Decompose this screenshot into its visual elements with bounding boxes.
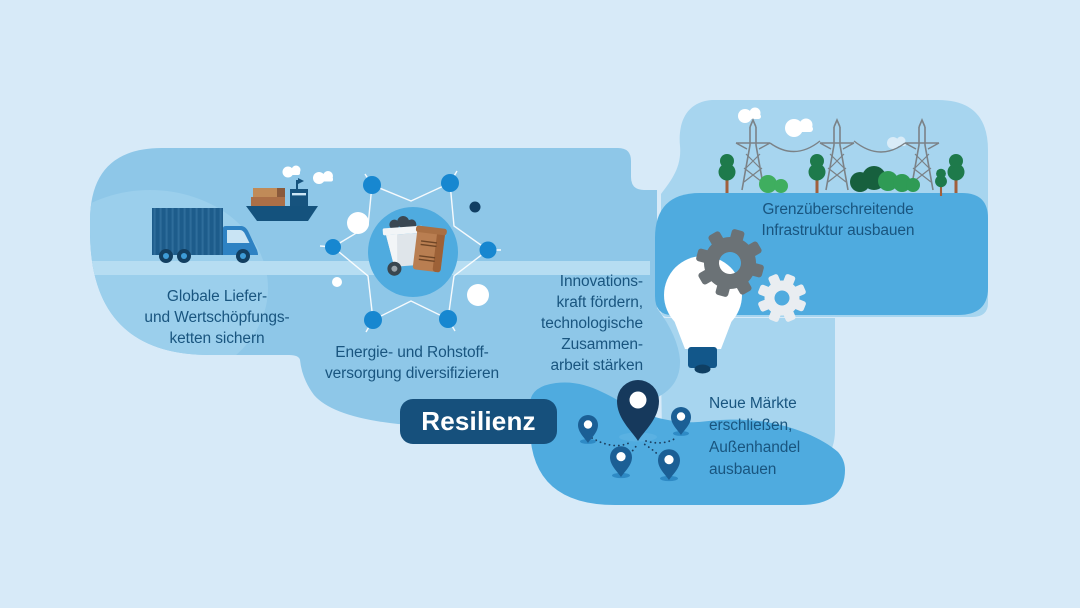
- label-energy: Energie- und Rohstoff- versorgung divers…: [324, 344, 499, 382]
- coal-cart-icon: [382, 215, 423, 276]
- label-innovation: Innovations- kraft fördern, technologisc…: [540, 273, 643, 374]
- gears-icon: [678, 211, 822, 338]
- resource-sack-icon: [412, 225, 447, 273]
- markets-wave: [530, 382, 845, 505]
- label-infrastructure: Grenzüberschreitende Infrastruktur ausba…: [761, 201, 915, 239]
- map-pin-large-icon: [617, 380, 659, 441]
- clouds-icon: [282, 165, 333, 184]
- power-lines-icon: [718, 107, 965, 196]
- truck-icon: [152, 208, 258, 263]
- road-band: [90, 261, 650, 275]
- sky-clouds-icon: [738, 107, 906, 149]
- supply-network-icon: [319, 170, 501, 333]
- network-nodes: [325, 174, 497, 329]
- map-pins-icon: [578, 380, 691, 482]
- page-title: Resilienz: [421, 406, 536, 436]
- cargo-ship-icon: [246, 178, 318, 221]
- bushes-icon: [759, 166, 920, 193]
- gear-small-icon: [742, 258, 822, 338]
- resilience-title-box: Resilienz: [400, 399, 557, 444]
- label-supply-chains: Globale Liefer- und Wertschöpfungs- kett…: [144, 288, 290, 347]
- label-markets: Neue Märkte erschließen, Außenhandel aus…: [709, 395, 801, 478]
